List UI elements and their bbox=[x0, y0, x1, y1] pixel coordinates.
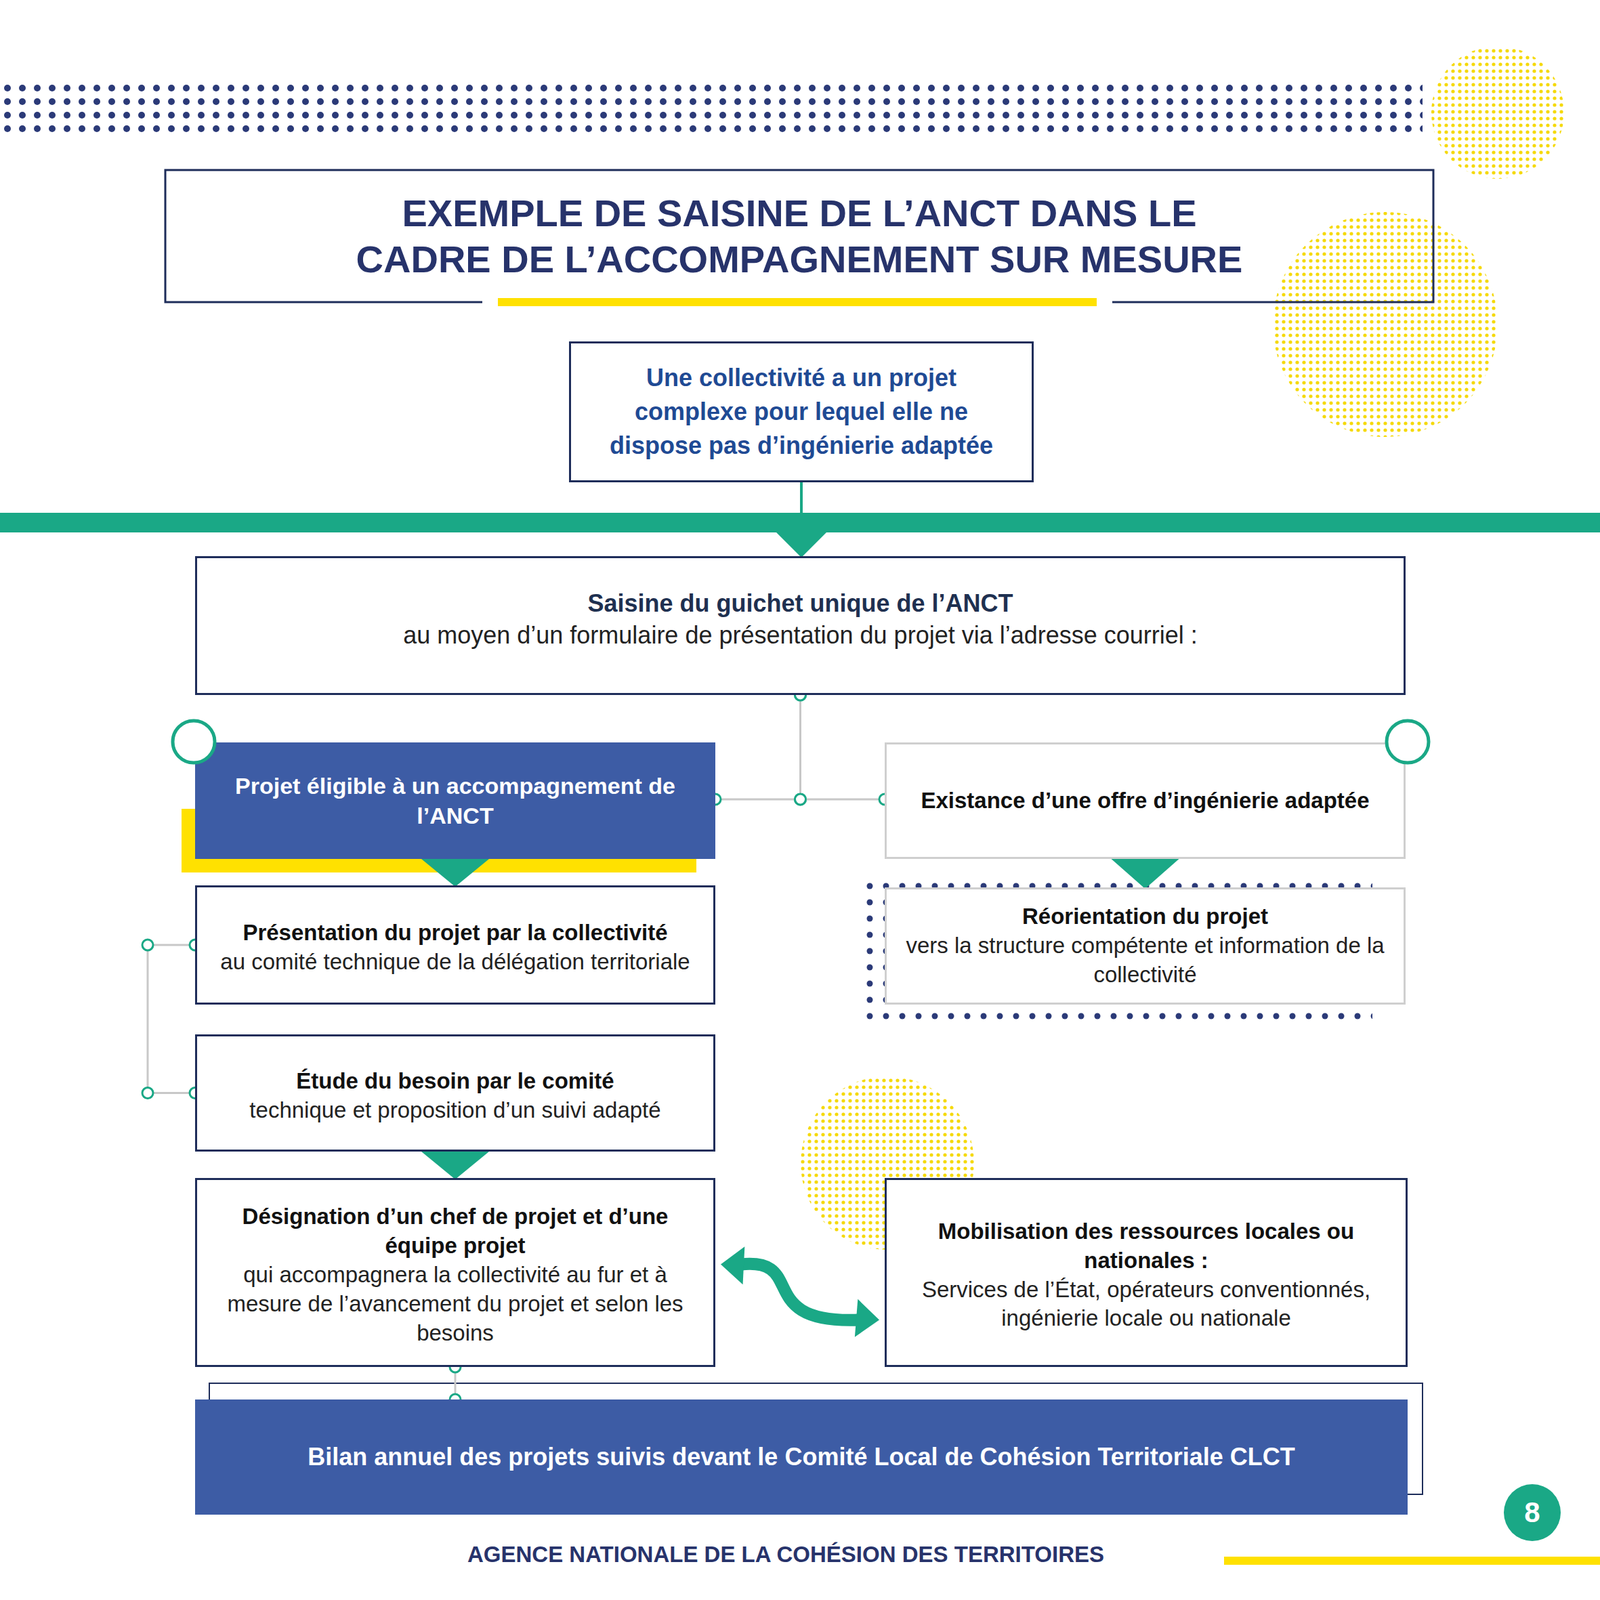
process-box: Existance d’une offre d’ingénierie adapt… bbox=[884, 742, 1406, 859]
title-underline bbox=[497, 298, 1097, 307]
node-heading: Une collectivité a un projet complexe po… bbox=[588, 361, 1015, 462]
connector bbox=[421, 1151, 490, 1180]
ring bbox=[1386, 720, 1429, 763]
process-box: Réorientation du projetvers la structure… bbox=[884, 887, 1406, 1005]
node-heading: Présentation du projet par la collectivi… bbox=[242, 918, 668, 948]
arrow-head bbox=[720, 1246, 745, 1285]
connector bbox=[1111, 858, 1180, 889]
process-box: Présentation du projet par la collectivi… bbox=[195, 885, 716, 1005]
node-heading: 8 bbox=[1524, 1494, 1540, 1532]
process-box: Désignation d’un chef de projet et d’une… bbox=[195, 1177, 716, 1367]
connector-dot bbox=[795, 793, 807, 805]
connector-part bbox=[715, 695, 801, 800]
node-heading: Désignation d’un chef de projet et d’une… bbox=[214, 1202, 696, 1261]
arrow-head bbox=[1111, 858, 1180, 889]
connector bbox=[142, 939, 201, 1099]
node-heading: Réorientation du projet bbox=[1022, 902, 1269, 932]
node-heading: Étude du besoin par le comité bbox=[296, 1066, 614, 1097]
connector bbox=[795, 689, 891, 805]
process-box: Projet éligible à un accompagnement de l… bbox=[195, 742, 716, 859]
node-body: vers la structure compétente et informat… bbox=[904, 931, 1386, 990]
connector bbox=[449, 1361, 461, 1405]
connector-dot bbox=[142, 939, 154, 951]
page-number-circle: 8 bbox=[1503, 1484, 1561, 1542]
node-body: qui accompagnera la collectivité au fur … bbox=[214, 1260, 696, 1349]
dotted-band bbox=[0, 79, 1423, 135]
connector bbox=[775, 482, 828, 558]
connector bbox=[720, 1246, 880, 1337]
arrow-head bbox=[854, 1299, 880, 1338]
node-heading: Mobilisation des ressources locales ou n… bbox=[904, 1217, 1388, 1276]
title-text: EXEMPLE DE SAISINE DE L’ANCT DANS LE CAD… bbox=[165, 190, 1434, 282]
yellow-dot-circle bbox=[1431, 46, 1565, 179]
ring bbox=[172, 720, 215, 763]
process-box: Mobilisation des ressources locales ou n… bbox=[884, 1177, 1408, 1367]
node-body: technique et proposition d’un suivi adap… bbox=[249, 1096, 661, 1126]
footer-label: AGENCE NATIONALE DE LA COHÉSION DES TERR… bbox=[338, 1541, 1233, 1568]
process-box: Étude du besoin par le comitétechnique e… bbox=[195, 1034, 716, 1152]
arrow-head bbox=[775, 531, 828, 558]
arrow-head bbox=[421, 858, 490, 887]
footer-line bbox=[1224, 1556, 1600, 1565]
node-heading: Bilan annuel des projets suivis devant l… bbox=[307, 1441, 1296, 1474]
connector-part bbox=[800, 695, 886, 800]
node-body: Services de l’État, opérateurs conventio… bbox=[904, 1275, 1388, 1334]
connector bbox=[709, 689, 807, 805]
connector-dot bbox=[142, 1087, 154, 1099]
connector bbox=[421, 858, 490, 887]
process-box: Bilan annuel des projets suivis devant l… bbox=[195, 1399, 1408, 1515]
title-frame bbox=[165, 170, 1434, 303]
node-heading: Existance d’une offre d’ingénierie adapt… bbox=[920, 786, 1370, 816]
node-heading: Projet éligible à un accompagnement de l… bbox=[212, 770, 698, 831]
node-body: au comité technique de la délégation ter… bbox=[220, 947, 690, 977]
yellow-dot-circle bbox=[1272, 212, 1498, 437]
node-heading: Saisine du guichet unique de l’ANCT bbox=[587, 587, 1013, 620]
connector-dot bbox=[795, 793, 807, 805]
node-body: au moyen d’un formulaire de présentation… bbox=[403, 619, 1198, 652]
connector-part bbox=[147, 944, 196, 1094]
process-box: Une collectivité a un projet complexe po… bbox=[569, 341, 1034, 483]
connector-part bbox=[800, 482, 803, 536]
title-box: EXEMPLE DE SAISINE DE L’ANCT DANS LE CAD… bbox=[165, 170, 1434, 303]
arrow-head bbox=[421, 1151, 490, 1180]
process-box: Saisine du guichet unique de l’ANCTau mo… bbox=[195, 556, 1406, 696]
connector-part bbox=[741, 1264, 859, 1321]
agency-name: AGENCE NATIONALE DE LA COHÉSION DES TERR… bbox=[338, 1541, 1233, 1568]
